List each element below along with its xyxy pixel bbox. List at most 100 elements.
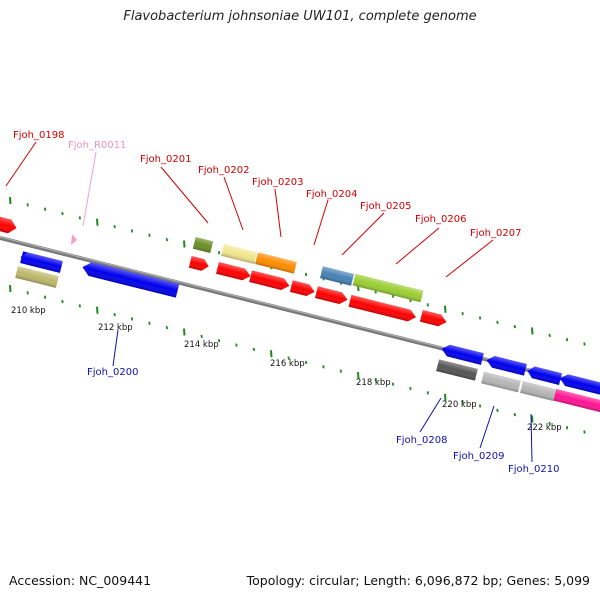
kbp-label: 222 kbp — [527, 423, 562, 433]
minor-tick — [478, 404, 482, 408]
minor-tick — [113, 224, 116, 229]
gene-feature-0206[interactable] — [352, 273, 424, 303]
minor-tick — [304, 360, 308, 365]
minor-tick — [565, 338, 569, 342]
minor-tick — [548, 421, 551, 425]
minor-tick — [130, 317, 134, 321]
major-tick — [357, 371, 360, 380]
minor-tick — [391, 382, 395, 386]
kbp-label: 218 kbp — [356, 378, 391, 388]
minor-tick — [165, 238, 168, 242]
kbp-label: 210 kbp — [11, 306, 46, 316]
minor-tick — [304, 272, 308, 277]
gene-feature-blue-4[interactable] — [485, 354, 527, 376]
kbp-label: 220 kbp — [442, 400, 477, 410]
minor-tick — [26, 291, 29, 295]
label-leaders — [5, 141, 533, 463]
major-tick — [183, 240, 186, 248]
minor-tick — [200, 334, 203, 338]
gene-feature-blue-6[interactable] — [558, 373, 600, 399]
minor-tick — [252, 347, 255, 352]
minor-tick — [43, 295, 47, 299]
major-tick — [531, 415, 534, 423]
major-tick — [531, 327, 534, 335]
minor-tick — [426, 303, 429, 307]
gene-labels: Fjoh_0198 Fjoh_R0011 Fjoh_0200 Fjoh_0201… — [13, 130, 559, 475]
gene-feature-magenta[interactable] — [553, 388, 600, 414]
accession-label: Accession: NC_009441 — [9, 573, 152, 588]
gene-label[interactable]: Fjoh_0204 — [306, 189, 357, 200]
gene-feature-0202[interactable] — [221, 244, 257, 264]
minor-tick — [426, 391, 429, 395]
gene-feature-red-3[interactable] — [249, 270, 291, 291]
gene-label[interactable]: Fjoh_0210 — [508, 464, 559, 475]
inner-tick-track — [9, 284, 586, 434]
minor-tick — [339, 369, 342, 373]
gene-feature-khaki[interactable] — [15, 266, 59, 288]
major-tick — [9, 196, 12, 205]
minor-tick — [548, 333, 551, 337]
minor-tick — [113, 312, 116, 317]
major-tick — [96, 306, 99, 314]
kbp-label: 216 kbp — [270, 359, 305, 369]
minor-tick — [565, 426, 569, 430]
major-tick — [270, 350, 273, 358]
gene-feature-blue-5[interactable] — [526, 365, 562, 385]
minor-tick — [478, 316, 482, 320]
gene-feature-red-6[interactable] — [348, 294, 418, 323]
gene-feature-0209[interactable] — [481, 371, 521, 393]
gene-feature-0198[interactable] — [0, 215, 18, 235]
gene-label[interactable]: Fjoh_0200 — [87, 367, 138, 378]
minor-tick — [61, 299, 64, 304]
minor-tick — [78, 216, 81, 220]
kbp-label: 214 kbp — [184, 340, 219, 350]
minor-tick — [26, 203, 29, 207]
gene-feature-red-5[interactable] — [315, 286, 349, 305]
gene-feature-0200[interactable] — [81, 260, 180, 298]
minor-tick — [165, 326, 168, 330]
gene-feature-r0011[interactable] — [71, 234, 77, 245]
gene-feature-0208[interactable] — [436, 359, 478, 381]
gene-feature-red-2[interactable] — [216, 262, 252, 282]
minor-tick — [217, 339, 221, 343]
gene-label[interactable]: Fjoh_0203 — [252, 177, 303, 188]
gene-label[interactable]: Fjoh_R0011 — [68, 140, 126, 151]
gene-feature-red-7[interactable] — [419, 310, 448, 328]
gene-feature-blue-1[interactable] — [19, 251, 63, 273]
major-tick — [444, 393, 447, 401]
gene-feature-0205[interactable] — [320, 266, 354, 286]
genome-summary: Topology: circular; Length: 6,096,872 bp… — [246, 573, 590, 588]
minor-tick — [148, 233, 151, 237]
minor-tick — [583, 430, 586, 434]
gene-label[interactable]: Fjoh_0206 — [415, 214, 466, 225]
gene-label[interactable]: Fjoh_0207 — [470, 228, 521, 239]
gene-feature-red-4[interactable] — [289, 280, 316, 297]
minor-tick — [61, 211, 64, 216]
minor-tick — [496, 408, 499, 412]
minor-tick — [374, 378, 377, 382]
kbp-label: 212 kbp — [98, 323, 133, 333]
gene-label[interactable]: Fjoh_0202 — [198, 165, 249, 176]
map-title: Flavobacterium johnsoniae UW101, complet… — [123, 9, 477, 24]
gene-feature-0203[interactable] — [255, 252, 297, 274]
gene-label[interactable]: Fjoh_0205 — [360, 201, 411, 212]
major-tick — [444, 305, 447, 313]
minor-tick — [513, 325, 516, 329]
gene-label[interactable]: Fjoh_0208 — [396, 435, 447, 446]
minor-tick — [583, 342, 586, 346]
minor-tick — [409, 386, 412, 391]
kbp-labels: 210 kbp 212 kbp 214 kbp 216 kbp 218 kbp … — [11, 306, 562, 433]
gene-label[interactable]: Fjoh_0198 — [13, 130, 64, 141]
minor-tick — [513, 413, 516, 417]
minor-tick — [43, 207, 47, 211]
gene-label[interactable]: Fjoh_0209 — [453, 451, 504, 462]
gene-feature-red-1[interactable] — [188, 255, 210, 272]
gene-feature-0201[interactable] — [192, 236, 214, 254]
minor-tick — [461, 311, 464, 316]
major-tick — [96, 218, 99, 226]
gene-feature-0210[interactable] — [520, 381, 556, 401]
minor-tick — [287, 356, 290, 360]
gene-label[interactable]: Fjoh_0201 — [140, 154, 191, 165]
gene-feature-blue-3[interactable] — [440, 343, 484, 365]
minor-tick — [217, 251, 221, 255]
